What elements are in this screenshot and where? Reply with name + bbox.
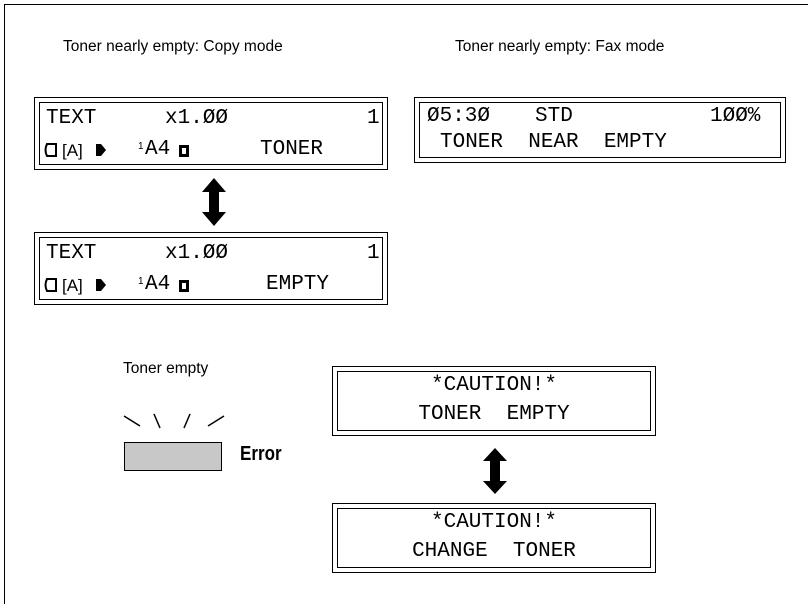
caption-copy-mode: Toner nearly empty: Copy mode: [63, 38, 283, 55]
lcd-time: Ø5:3Ø: [427, 105, 491, 128]
paper-orientation-icon: [179, 145, 189, 157]
lcd-tray-number: 1: [138, 276, 144, 287]
lcd-caution: *CAUTION!*: [430, 511, 558, 534]
paper-orientation-icon: [179, 280, 189, 292]
lcd-count: 1: [367, 107, 380, 130]
lcd-inner-border: [39, 102, 383, 165]
toner-cartridge-icon: [44, 143, 57, 157]
alternating-arrow-icon: [202, 178, 226, 226]
diagram-frame: [4, 4, 808, 604]
caption-fax-mode: Toner nearly empty: Fax mode: [455, 38, 665, 55]
density-arrow-icon: [96, 144, 106, 156]
lcd-inner-border: [419, 102, 781, 158]
lcd-memory-percent: 1ØØ%: [710, 105, 761, 128]
lcd-message: EMPTY: [266, 273, 330, 296]
caution-lcd-toner-empty: *CAUTION!* TONER EMPTY: [332, 366, 656, 436]
lcd-zoom: x1.ØØ: [165, 107, 229, 130]
lcd-message: TONER NEAR EMPTY: [440, 131, 667, 154]
lcd-density: [A]: [62, 141, 83, 160]
lcd-paper: A4: [145, 273, 171, 296]
lcd-mode: TEXT: [46, 242, 97, 265]
lcd-paper: A4: [145, 138, 171, 161]
fax-lcd: Ø5:3Ø STD 1ØØ% TONER NEAR EMPTY: [414, 97, 786, 163]
lcd-message: CHANGE TONER: [412, 540, 576, 563]
error-label: Error: [240, 443, 282, 465]
lcd-caution: *CAUTION!*: [430, 374, 558, 397]
lcd-tray-number: 1: [138, 141, 144, 152]
blinking-rays-icon: [123, 413, 225, 429]
lcd-inner-border: [337, 508, 651, 568]
caption-toner-empty: Toner empty: [123, 360, 209, 377]
lcd-zoom: x1.ØØ: [165, 242, 229, 265]
toner-cartridge-icon: [44, 278, 57, 292]
density-arrow-icon: [96, 279, 106, 291]
lcd-inner-border: [337, 371, 651, 431]
lcd-count: 1: [367, 242, 380, 265]
alternating-arrow-icon: [483, 448, 507, 494]
caution-lcd-change-toner: *CAUTION!* CHANGE TONER: [332, 503, 656, 573]
copy-lcd-toner: TEXT x1.ØØ 1 [A] 1 A4 TONER: [34, 97, 388, 170]
lcd-density: [A]: [62, 276, 83, 295]
lcd-message: TONER: [260, 138, 324, 161]
lcd-resolution: STD: [535, 105, 573, 128]
lcd-inner-border: [39, 237, 383, 300]
error-indicator-lamp: [124, 442, 222, 471]
lcd-message: TONER EMPTY: [418, 403, 570, 426]
copy-lcd-empty: TEXT x1.ØØ 1 [A] 1 A4 EMPTY: [34, 232, 388, 305]
lcd-mode: TEXT: [46, 107, 97, 130]
